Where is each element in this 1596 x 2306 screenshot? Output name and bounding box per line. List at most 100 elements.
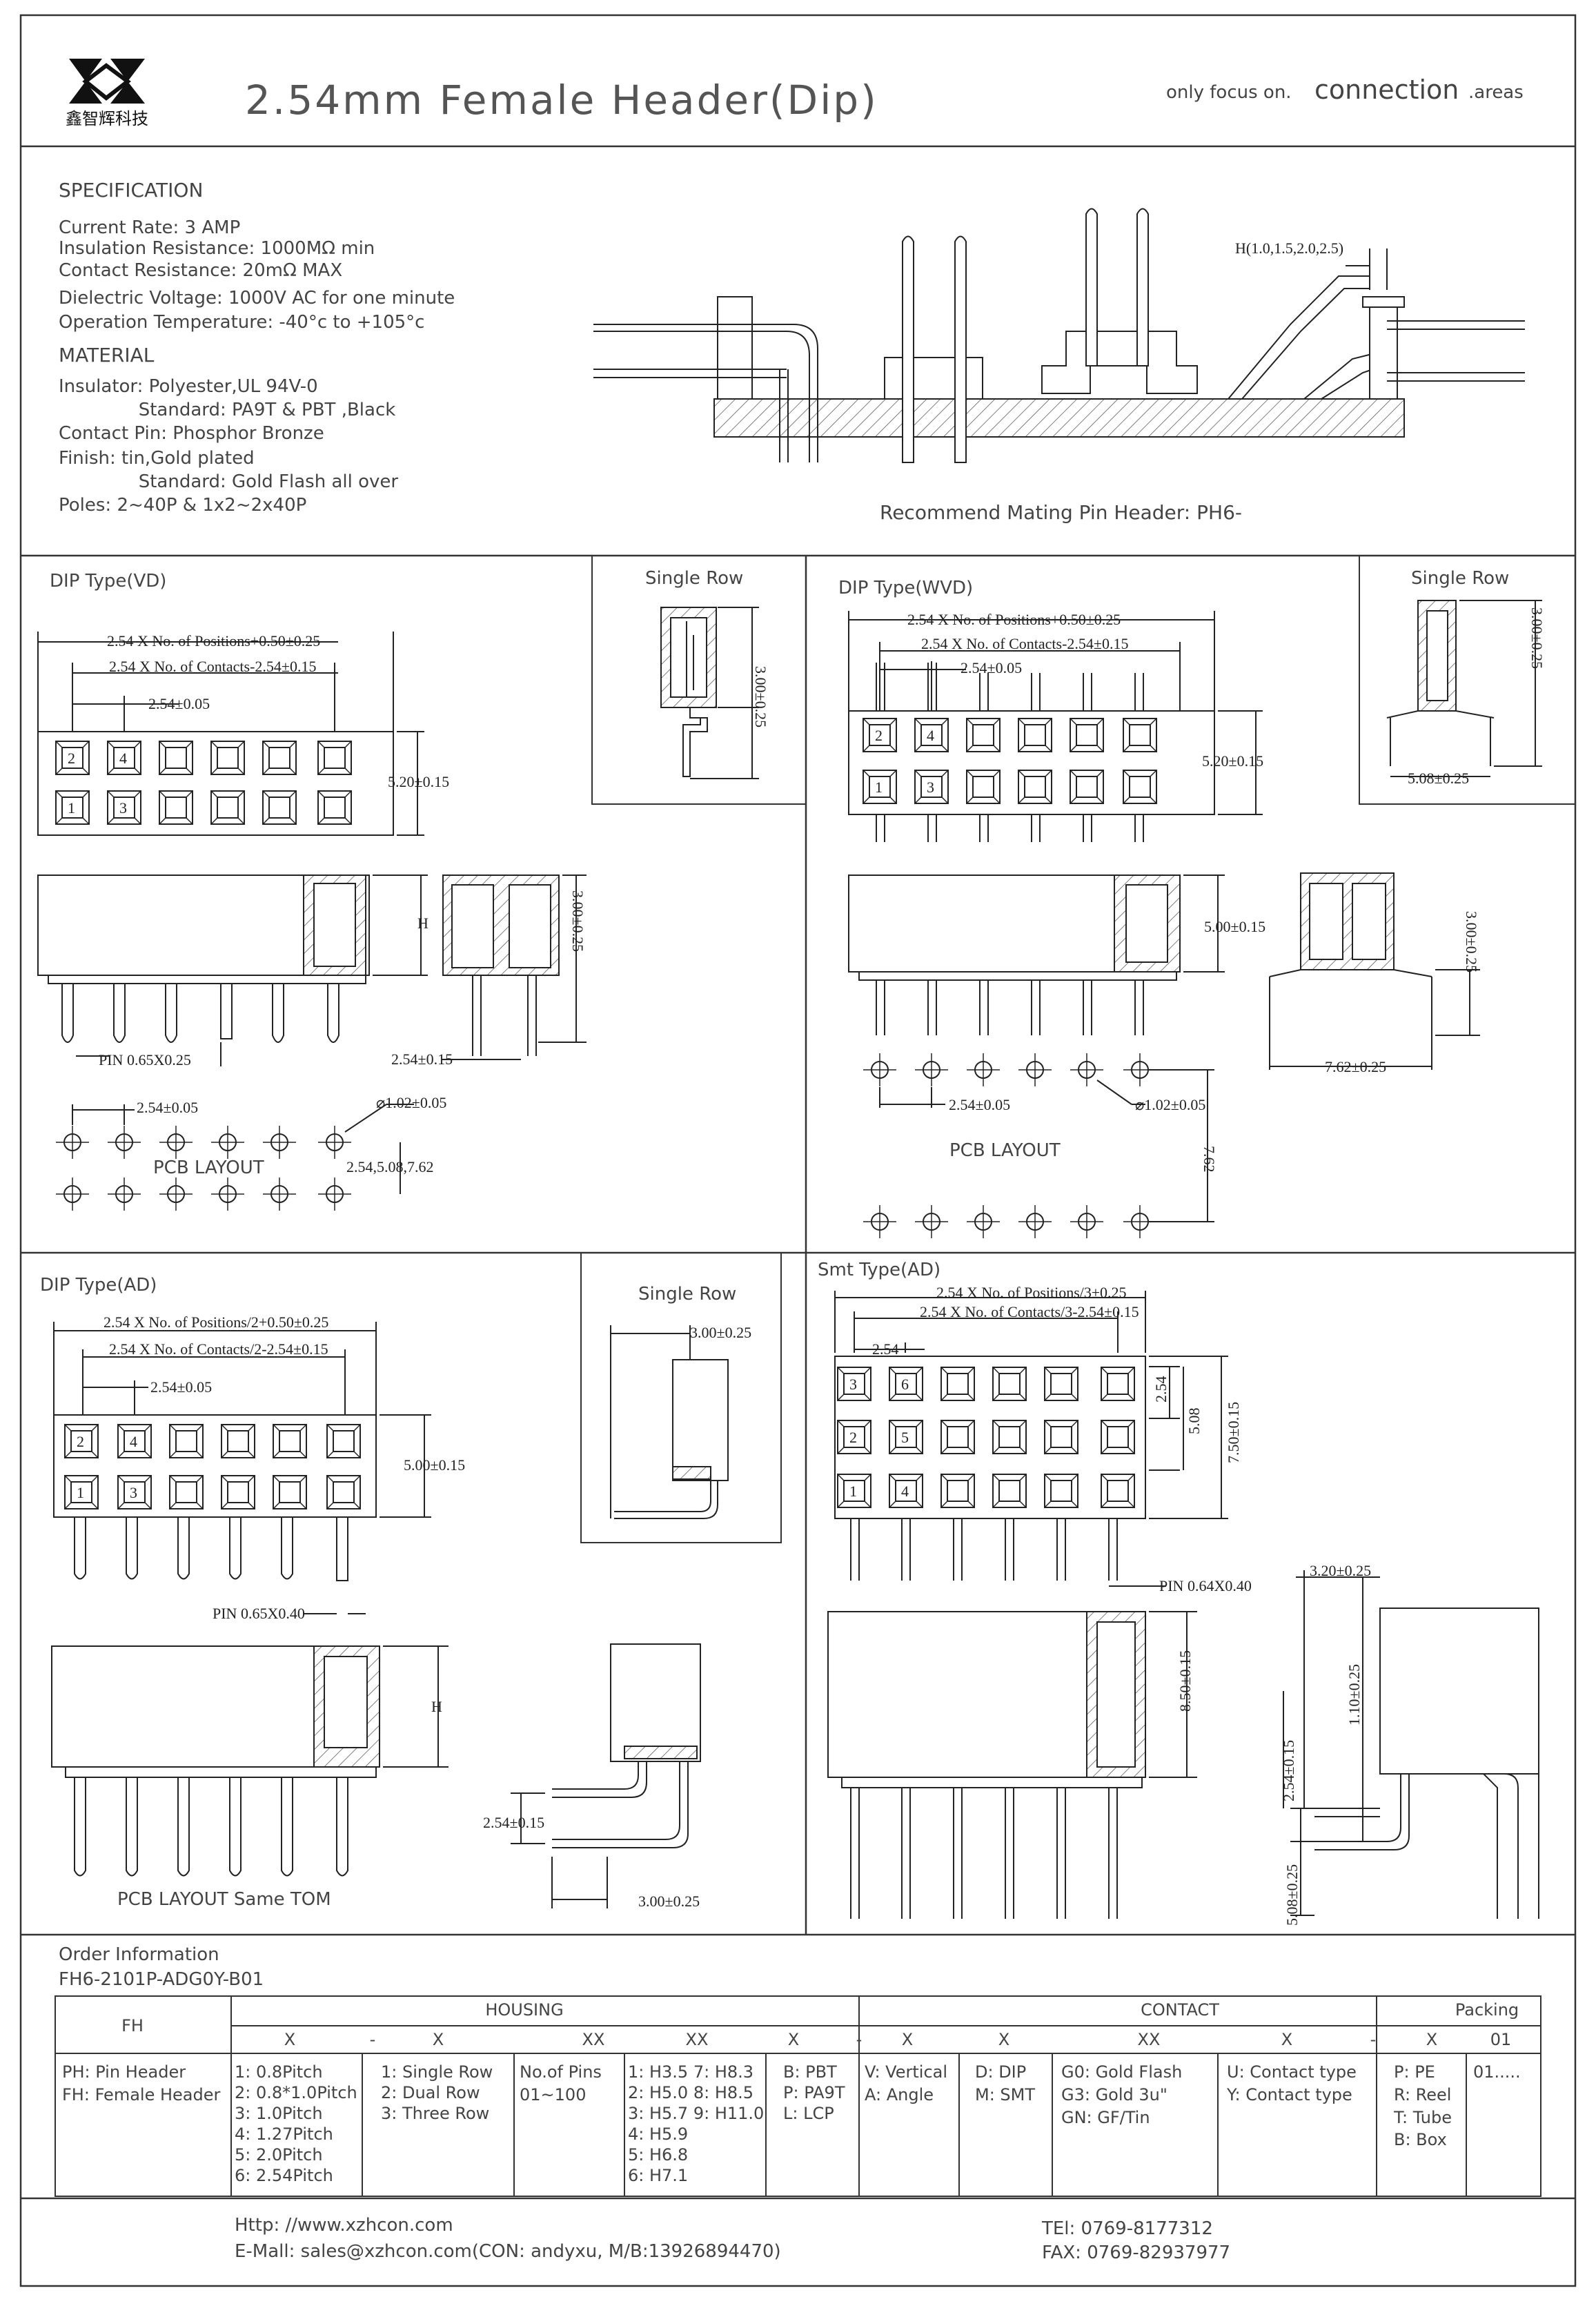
smt-pin-4: 4 xyxy=(901,1483,909,1500)
wvd-title: DIP Type(WVD) xyxy=(838,578,973,598)
wvd-pin-grid xyxy=(863,718,1157,804)
smt-pin-1: 1 xyxy=(849,1483,857,1500)
orient-1: V: Vertical xyxy=(865,2062,947,2082)
pitch-5: 5: 2.0Pitch xyxy=(235,2145,323,2165)
wvd-single-row-bottom: 5.08±0.25 xyxy=(1408,770,1469,787)
spec-line-insulation: Insulation Resistance: 1000MΩ min xyxy=(59,238,375,259)
slogan-pre: only focus on. xyxy=(1166,82,1292,103)
vd-pin-2: 2 xyxy=(68,750,75,767)
panel-smt: Smt Type(AD) 2.54 X No. of Positions/3±0… xyxy=(818,1260,1539,1926)
pitch-4: 4: 1.27Pitch xyxy=(235,2124,333,2144)
plating-3: GN: GF/Tin xyxy=(1061,2108,1150,2127)
code-10: XX xyxy=(1138,2030,1161,2049)
code-5: XX xyxy=(686,2030,709,2049)
smt-pin-6: 6 xyxy=(901,1376,909,1393)
wvd-pcb-hole: ⌀1.02±0.05 xyxy=(1135,1096,1205,1113)
smt-dim-pitch: 2.54 xyxy=(872,1340,899,1358)
height-5: 5: H6.8 xyxy=(628,2145,688,2165)
ad-single-row-title: Single Row xyxy=(638,1284,736,1305)
pack-2: R: Reel xyxy=(1394,2085,1451,2104)
wvd-dim-positions: 2.54 X No. of Positions+0.50±0.25 xyxy=(907,611,1121,628)
group-contact: CONTACT xyxy=(1141,2000,1219,2020)
wvd-dim-bottom: 7.62±0.25 xyxy=(1325,1058,1386,1075)
order-information: Order Information FH6-2101P-ADG0Y-B01 FH… xyxy=(55,1944,1541,2197)
smt-dim-side-508: 5.08±0.25 xyxy=(1283,1864,1301,1926)
wvd-dim-body: 5.00±0.15 xyxy=(1204,918,1265,935)
ad-pin-2: 2 xyxy=(77,1433,84,1450)
pitch-2: 2: 0.8*1.0Pitch xyxy=(235,2083,357,2102)
pack-3: T: Tube xyxy=(1393,2108,1452,2127)
smt-pin-2: 2 xyxy=(849,1429,857,1446)
vd-dim-side: 3.00±0.25 xyxy=(569,890,587,952)
smt-dim-508: 5.08 xyxy=(1185,1408,1203,1435)
h-height-label: H(1.0,1.5,2.0,2.5) xyxy=(1235,240,1343,257)
wvd-pin-1: 1 xyxy=(875,779,883,796)
row-1: 1: Single Row xyxy=(381,2062,493,2082)
smt-pin-3: 3 xyxy=(849,1376,857,1393)
logo-text: 鑫智辉科技 xyxy=(66,109,148,128)
vd-pin-4: 4 xyxy=(119,750,127,767)
wvd-pin-2: 2 xyxy=(875,727,883,744)
ad-pin-4: 4 xyxy=(130,1433,137,1450)
group-packing: Packing xyxy=(1455,2000,1519,2020)
vd-dim-contacts: 2.54 X No. of Contacts-2.54±0.15 xyxy=(109,658,317,675)
smt-title: Smt Type(AD) xyxy=(818,1260,940,1280)
code-6: X xyxy=(788,2030,799,2049)
smt-dim-positions: 2.54 X No. of Positions/3±0.25 xyxy=(936,1284,1126,1301)
pitch-3: 3: 1.0Pitch xyxy=(235,2104,323,2123)
footer: Http: //www.xzhcon.com E-Mall: sales@xzh… xyxy=(235,2215,1230,2263)
specification-section: SPECIFICATION Current Rate: 3 AMP Insula… xyxy=(59,179,455,516)
height-6: 6: H7.1 xyxy=(628,2166,688,2185)
vd-pcb-row: 2.54,5.08,7.62 xyxy=(346,1158,434,1175)
code-13: X xyxy=(1426,2030,1437,2049)
code-8: X xyxy=(902,2030,913,2049)
plating-2: G3: Gold 3u" xyxy=(1061,2085,1168,2104)
height-2: 2: H5.0 8: H8.5 xyxy=(628,2083,753,2102)
smt-dim-pin: PIN 0.64X0.40 xyxy=(1159,1577,1252,1594)
wvd-dim-contacts: 2.54 X No. of Contacts-2.54±0.15 xyxy=(921,635,1129,652)
material-2: P: PA9T xyxy=(783,2083,845,2102)
ad-dim-positions: 2.54 X No. of Positions/2+0.50±0.25 xyxy=(104,1313,328,1331)
fh-1: PH: Pin Header xyxy=(62,2062,186,2082)
vd-pin-3: 3 xyxy=(119,799,127,817)
smt-dim-height: 7.50±0.15 xyxy=(1225,1402,1242,1463)
footer-fax: FAX: 0769-82937977 xyxy=(1042,2243,1230,2263)
ad-pin-grid xyxy=(64,1424,361,1509)
material-line-standard-2: Standard: Gold Flash all over xyxy=(59,471,398,492)
vd-single-row-title: Single Row xyxy=(645,568,743,589)
wvd-pcb-pitch: 2.54±0.05 xyxy=(949,1096,1010,1113)
wvd-single-row-title: Single Row xyxy=(1411,568,1509,589)
smt-dim-contacts: 2.54 X No. of Contacts/3-2.54±0.15 xyxy=(920,1303,1139,1320)
material-1: B: PBT xyxy=(783,2062,837,2082)
row-3: 3: Three Row xyxy=(381,2104,489,2123)
vd-pcb-hole: ⌀1.02±0.05 xyxy=(376,1094,446,1111)
wvd-dim-side: 3.00±0.25 xyxy=(1463,911,1480,973)
smt-dim-body: 8.50±0.15 xyxy=(1176,1650,1194,1712)
type-1: D: DIP xyxy=(975,2062,1026,2082)
material-line-standard: Standard: PA9T & PBT ,Black xyxy=(59,400,395,420)
pins-2: 01~100 xyxy=(520,2085,586,2104)
height-3: 3: H5.7 9: H11.0 xyxy=(628,2104,764,2123)
code-12: - xyxy=(1370,2030,1377,2049)
mating-caption: Recommend Mating Pin Header: PH6- xyxy=(880,501,1242,524)
vd-dim-positions: 2.54 X No. of Positions+0.50±0.25 xyxy=(107,632,320,649)
vd-pcb-pitch: 2.54±0.05 xyxy=(137,1099,198,1116)
vd-pcb-title: PCB LAYOUT xyxy=(153,1157,264,1178)
company-logo: 鑫智辉科技 xyxy=(66,59,148,128)
smt-dim-side-110: 1.10±0.25 xyxy=(1346,1664,1363,1726)
order-part-number: FH6-2101P-ADG0Y-B01 xyxy=(59,1969,264,1990)
spec-line-dielectric: Dielectric Voltage: 1000V AC for one min… xyxy=(59,288,455,309)
ad-h: H xyxy=(431,1698,442,1715)
group-fh: FH xyxy=(121,2016,144,2035)
vd-title: DIP Type(VD) xyxy=(50,571,166,592)
ad-pin-3: 3 xyxy=(130,1484,137,1501)
material-3: L: LCP xyxy=(783,2104,834,2123)
wvd-dim-pitch: 2.54±0.05 xyxy=(960,659,1022,676)
pack2-1: 01..... xyxy=(1473,2062,1521,2082)
pack-1: P: PE xyxy=(1394,2062,1435,2082)
mating-drawing xyxy=(593,208,1525,463)
ad-dim-contacts: 2.54 X No. of Contacts/2-2.54±0.15 xyxy=(109,1340,328,1358)
ad-dim-side-pitch: 2.54±0.15 xyxy=(483,1814,544,1831)
ad-dim-pin: PIN 0.65X0.40 xyxy=(213,1605,305,1622)
